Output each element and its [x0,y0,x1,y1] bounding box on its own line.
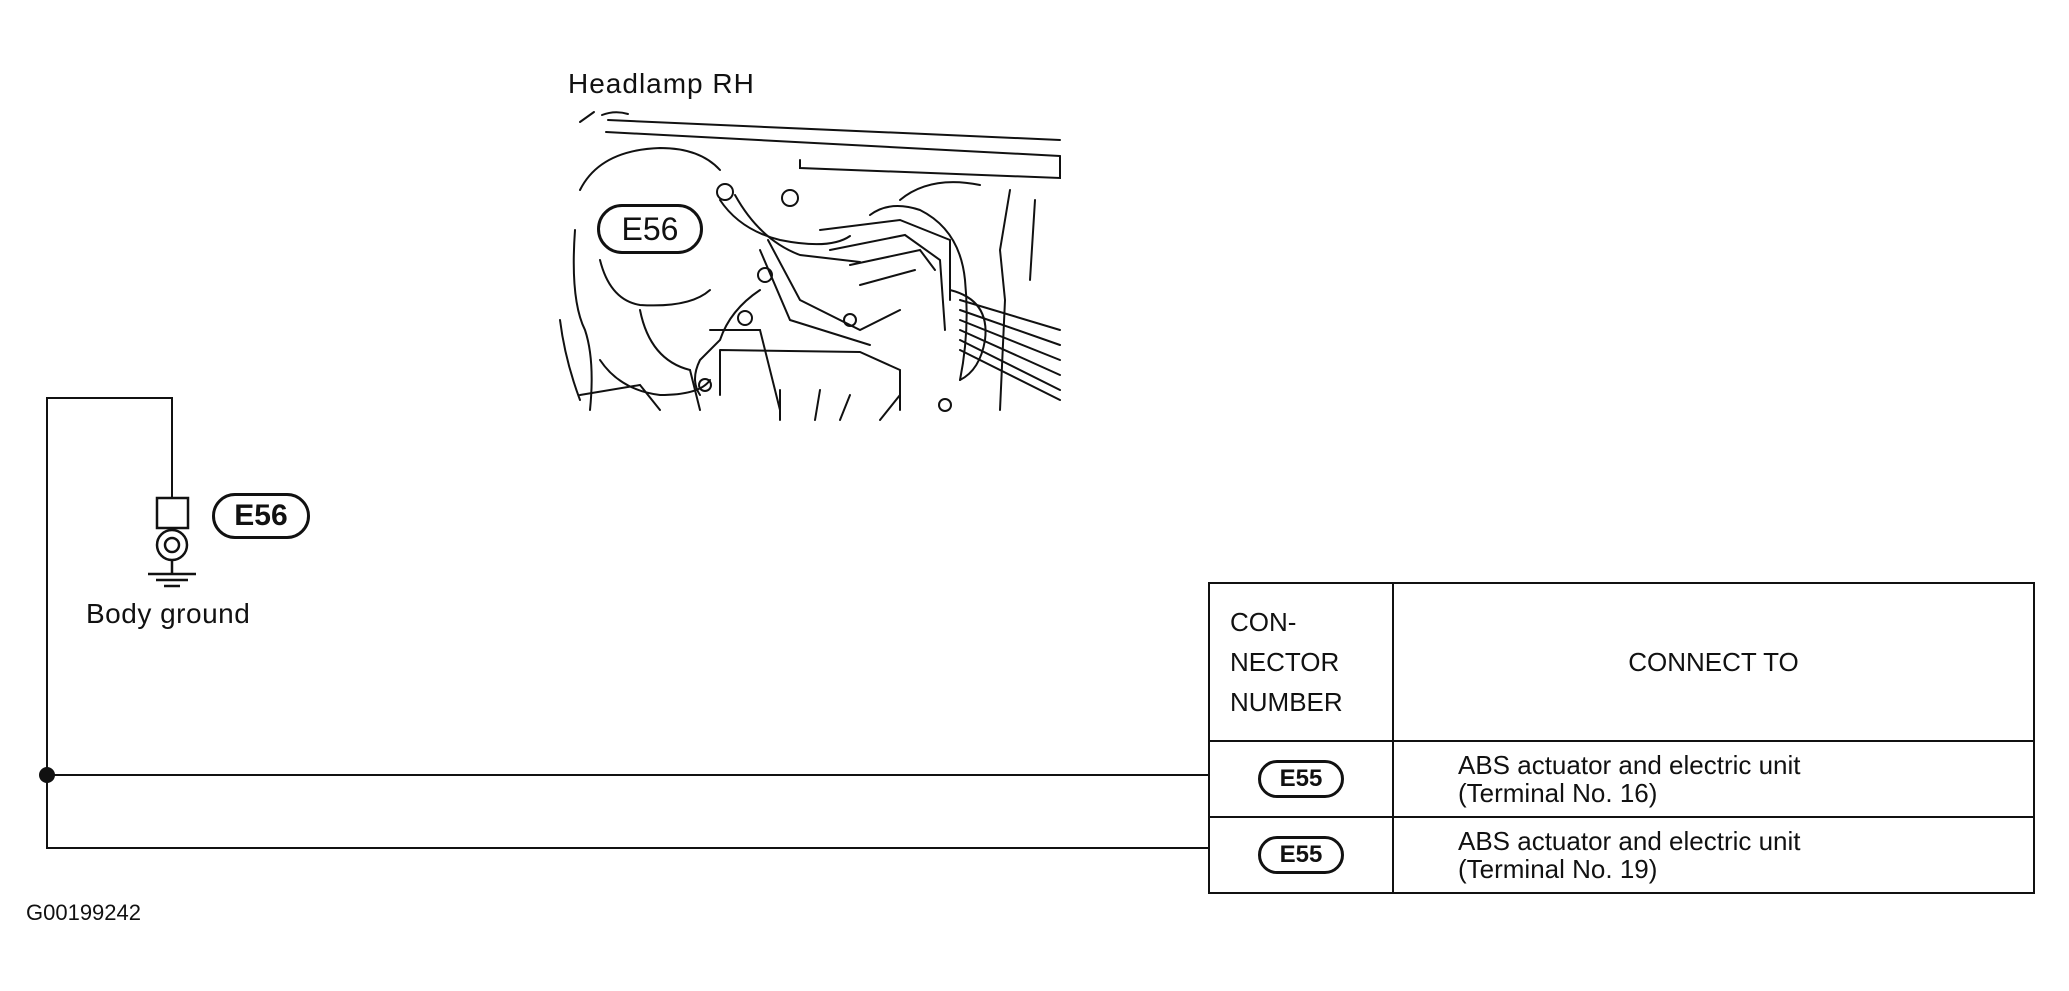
connect-to-line-1: ABS actuator and electric unit [1458,750,1801,780]
ground-connector-badge: E56 [212,493,310,539]
connect-to-line-2: (Terminal No. 19) [1458,854,1658,884]
ground-lead-wire [46,397,1208,849]
connector-table: CON- NECTOR NUMBER CONNECT TO E55 ABS ac… [1208,582,2035,894]
connect-to-line-1: ABS actuator and electric unit [1458,826,1801,856]
table-row: E55 ABS actuator and electric unit (Term… [1208,740,2035,818]
header-number-line-2: NECTOR [1230,647,1340,677]
ground-terminal-outer [155,528,189,562]
ground-connector-symbol [148,496,196,588]
brake-tube-2 [734,194,861,263]
engine-bay-illustration [559,111,1061,421]
connector-badge: E55 [1258,836,1344,874]
photo-connector-callout: E56 [597,204,703,254]
header-number-line-3: NUMBER [1230,687,1343,717]
table-row: E55 ABS actuator and electric unit (Term… [1208,816,2035,894]
connector-square [155,496,190,530]
connect-to-cell: ABS actuator and electric unit (Terminal… [1392,816,2035,894]
actuator-body [719,349,901,411]
wire-junction-dot [39,767,55,783]
ground-wires [46,397,1208,849]
connector-number-cell: E55 [1208,816,1394,894]
headlamp-rh-label: Headlamp RH [568,68,755,99]
connector-table-header: CON- NECTOR NUMBER CONNECT TO [1208,582,2035,742]
fender-edge [605,119,1061,157]
body-ground-label: Body ground [86,598,251,629]
header-connect-to: CONNECT TO [1392,582,2035,742]
terminal-bolt-1 [716,183,734,201]
connect-to-cell: ABS actuator and electric unit (Terminal… [1392,740,2035,818]
connect-to-line-2: (Terminal No. 16) [1458,778,1658,808]
header-connector-number: CON- NECTOR NUMBER [1208,582,1394,742]
terminal-bolt-2 [781,189,799,207]
brake-tube-1 [719,199,851,246]
harness-bundle [959,299,1061,401]
figure-code: G00199242 [26,900,141,925]
label-leader-line [579,111,629,123]
connector-badge: E55 [1258,760,1344,798]
connector-number-cell: E55 [1208,740,1394,818]
header-number-line-1: CON- [1230,607,1297,637]
ground-terminal-inner [163,536,181,554]
